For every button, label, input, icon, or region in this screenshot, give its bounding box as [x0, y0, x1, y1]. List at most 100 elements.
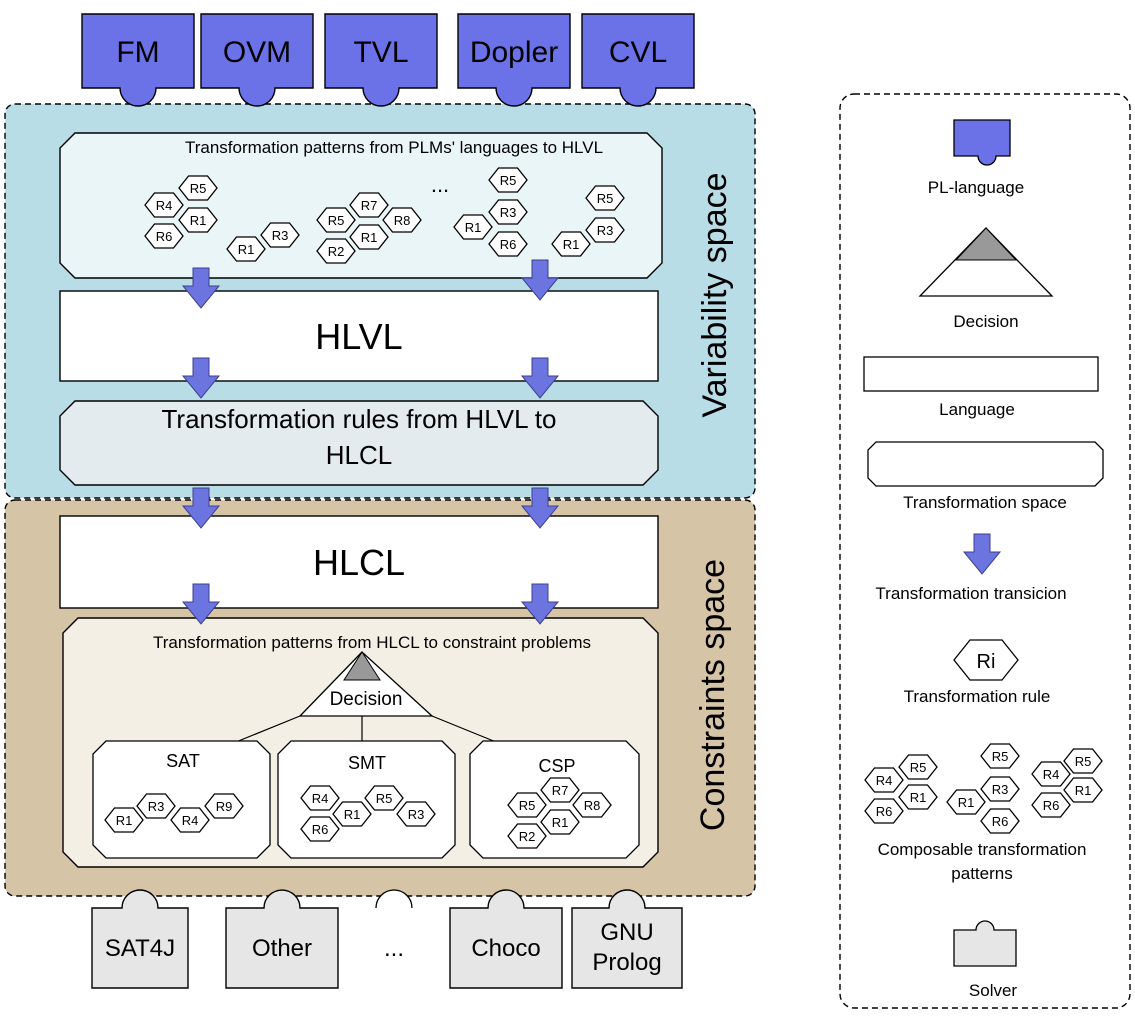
pl-language-shape [81, 13, 195, 107]
legend-solver-icon [953, 920, 1017, 967]
rule-hex-label: R3 [148, 799, 165, 814]
rule-hex: R5 [178, 175, 218, 201]
rule-hex-label: R4 [156, 198, 173, 213]
solver-label: Prolog [592, 949, 661, 976]
rule-hex-label: R9 [216, 799, 233, 814]
pl-language-label: CVL [609, 36, 667, 69]
decision-label: Decision [330, 689, 403, 710]
hlvl-hlcl-rules-box [59, 400, 659, 486]
rule-hex: R6 [144, 223, 184, 249]
solver-label: Other [252, 935, 312, 962]
pl-language-label: TVL [353, 36, 408, 69]
rule-hex-label: R6 [992, 814, 1009, 829]
rule-hex-label: R3 [992, 782, 1009, 797]
pl-language-label: Dopler [470, 36, 558, 69]
legend-transformation-rule-label: Transformation rule [904, 687, 1051, 706]
decision-link-sat [235, 715, 301, 743]
rule-hex: R5 [488, 167, 528, 193]
rule-hex: R5 [507, 792, 547, 818]
rule-hex-label: R5 [1075, 754, 1092, 769]
solver-label: SAT4J [105, 935, 175, 962]
rule-hex: R5 [364, 785, 404, 811]
rule-hex-label: R6 [312, 822, 329, 837]
rule-hex: R1 [946, 789, 986, 815]
rule-hex: R7 [349, 192, 389, 218]
rule-hex: R5 [316, 207, 356, 233]
solver-ellipsis: ... [384, 935, 404, 962]
rule-hex: R1 [104, 807, 144, 833]
pl-language-box: Dopler [457, 13, 571, 107]
legend-language-icon [863, 356, 1099, 392]
rule-hex: R4 [864, 767, 904, 793]
plm-patterns-title: Transformation patterns from PLMs' langu… [185, 138, 603, 157]
rule-hex: R1 [453, 214, 493, 240]
rule-hex: R5 [1063, 748, 1103, 774]
pl-language-label: OVM [223, 36, 291, 69]
rule-hex-label: R6 [1043, 798, 1060, 813]
legend-transformation-transition-label: Transformation transicion [875, 584, 1066, 603]
rule-hex-label: R2 [328, 244, 345, 259]
rule-hex: R4 [1031, 761, 1071, 787]
rule-hex: R1 [349, 224, 389, 250]
plm-patterns-ellipsis: ... [431, 172, 449, 197]
rule-hex-label: R5 [992, 749, 1009, 764]
rule-hex-label: R5 [190, 181, 207, 196]
variability-space-title: Variability space [696, 172, 734, 417]
rule-hex-label: R1 [552, 815, 569, 830]
rule-hex: R8 [572, 792, 612, 818]
legend-transformation-space-icon [867, 441, 1104, 487]
rule-hex: R1 [226, 236, 266, 262]
rule-hex: R3 [136, 793, 176, 819]
sat-label: SAT [166, 751, 200, 771]
rule-hex: R1 [898, 784, 938, 810]
legend-solver-label: Solver [969, 981, 1018, 1000]
rule-hex: R5 [585, 185, 625, 211]
solver-shape [449, 889, 563, 989]
hlcl-label: HLCL [313, 542, 405, 583]
rule-hex-label: R4 [1043, 767, 1060, 782]
pl-language-box: OVM [200, 13, 314, 107]
pl-language-group: FM OVM TVL Dopler CVL [81, 13, 695, 107]
constraints-space-title: Constraints space [694, 559, 732, 831]
rule-hex: R6 [864, 798, 904, 824]
rule-hex: R3 [260, 222, 300, 248]
rule-hex: R9 [204, 793, 244, 819]
rule-hex: R1 [540, 809, 580, 835]
legend-rule-icon [953, 639, 1019, 681]
hlvl-hlcl-rules-line1: Transformation rules from HLVL to [162, 404, 557, 434]
legend-composable-line1: Composable transformation [878, 840, 1087, 859]
solver-label: GNU [600, 919, 653, 946]
rule-hex: R6 [488, 231, 528, 257]
rule-hex-label: R5 [910, 760, 927, 775]
rule-hex-label: R1 [465, 220, 482, 235]
solver-shape [225, 889, 339, 989]
rule-hex-label: R5 [597, 191, 614, 206]
hlvl-box [59, 290, 659, 382]
rule-hex: R3 [980, 776, 1020, 802]
pl-language-box: CVL [581, 13, 695, 107]
legend-pl-language-label: PL-language [928, 178, 1024, 197]
rule-hex: R5 [980, 743, 1020, 769]
pl-language-shape [581, 13, 695, 107]
legend-pl-language-icon [953, 119, 1011, 166]
rule-hex-label: R3 [272, 228, 289, 243]
legend-decision-label: Decision [953, 312, 1018, 331]
rule-hex: R3 [488, 199, 528, 225]
legend-transformation-space-label: Transformation space [903, 493, 1067, 512]
solver-box: Choco [449, 889, 563, 989]
rule-hex: R4 [300, 785, 340, 811]
hlvl-hlcl-rules-line2: HLCL [326, 440, 392, 470]
rule-hex-label: R8 [394, 213, 411, 228]
rule-hex-label: R5 [519, 798, 536, 813]
rule-hex-label: R6 [500, 237, 517, 252]
rule-hex: R1 [551, 231, 591, 257]
rule-hex-label: R3 [500, 205, 517, 220]
rule-hex-label: R1 [238, 242, 255, 257]
pl-language-label: FM [116, 36, 159, 69]
hlvl-label: HLVL [315, 316, 402, 357]
solver-shape [571, 889, 683, 989]
legend-language-label: Language [939, 400, 1015, 419]
